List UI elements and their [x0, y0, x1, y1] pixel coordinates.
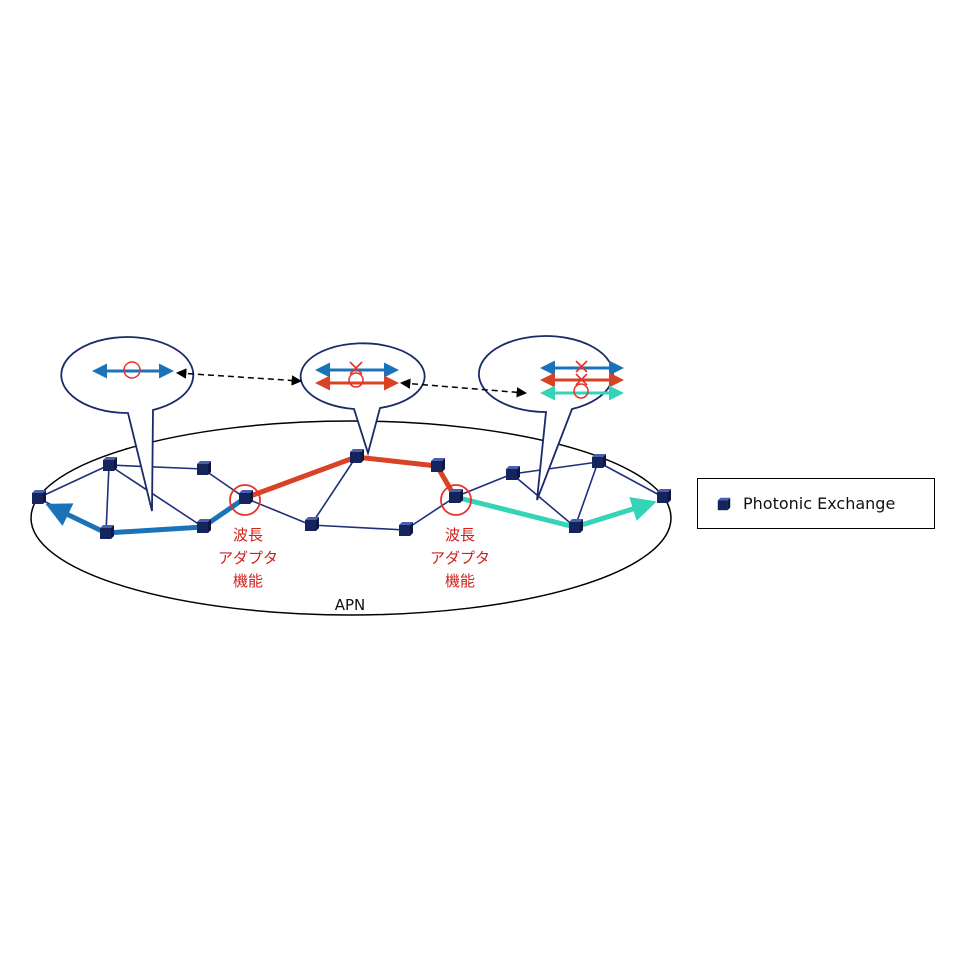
unavailable-cross-icon: [349, 361, 363, 375]
adapter-marker-left: [229, 484, 261, 516]
node-photonic-exchange: [32, 490, 46, 504]
adapter-label-right: 波長 アダプタ 機能: [430, 526, 490, 590]
adapter-label-left: 波長 アダプタ 機能: [218, 526, 278, 590]
network-links: [37, 456, 664, 534]
node-photonic-exchange: [100, 525, 114, 539]
node-photonic-exchange: [569, 519, 583, 533]
available-circle-icon: [573, 383, 589, 399]
adapter-label-line: アダプタ: [430, 549, 490, 567]
node-photonic-exchange: [350, 449, 364, 463]
node-photonic-exchange: [197, 461, 211, 475]
node-photonic-exchange: [506, 466, 520, 480]
dashed-arrow-right: [399, 378, 528, 398]
path-teal: [454, 494, 657, 530]
node-photonic-exchange: [197, 519, 211, 533]
apn-boundary: [30, 420, 672, 616]
available-circle-icon: [123, 361, 141, 379]
node-group: [32, 449, 671, 539]
node-photonic-exchange: [305, 517, 319, 531]
adapter-marker-right: [440, 484, 472, 516]
path-red: [244, 454, 458, 501]
adapter-label-line: アダプタ: [218, 549, 278, 567]
dashed-arrow-left: [175, 368, 303, 386]
callout-middle: [299, 342, 426, 457]
path-blue: [45, 503, 204, 536]
node-photonic-exchange: [103, 457, 117, 471]
available-circle-icon: [348, 372, 364, 388]
node-photonic-exchange: [239, 490, 253, 504]
network-name: APN: [335, 596, 366, 614]
node-photonic-exchange: [449, 489, 463, 503]
adapter-label-line: 波長: [233, 526, 263, 544]
legend: Photonic Exchange: [697, 478, 935, 529]
adapter-label-line: 波長: [445, 526, 475, 544]
cube-node-icon: [717, 497, 731, 510]
node-photonic-exchange: [431, 458, 445, 472]
adapter-label-line: 機能: [445, 572, 475, 590]
node-photonic-exchange: [657, 489, 671, 503]
node-photonic-exchange: [592, 454, 606, 468]
legend-label: Photonic Exchange: [743, 494, 896, 513]
adapter-label-line: 機能: [233, 572, 263, 590]
unavailable-cross-icon: [575, 360, 588, 386]
node-photonic-exchange: [399, 522, 413, 536]
